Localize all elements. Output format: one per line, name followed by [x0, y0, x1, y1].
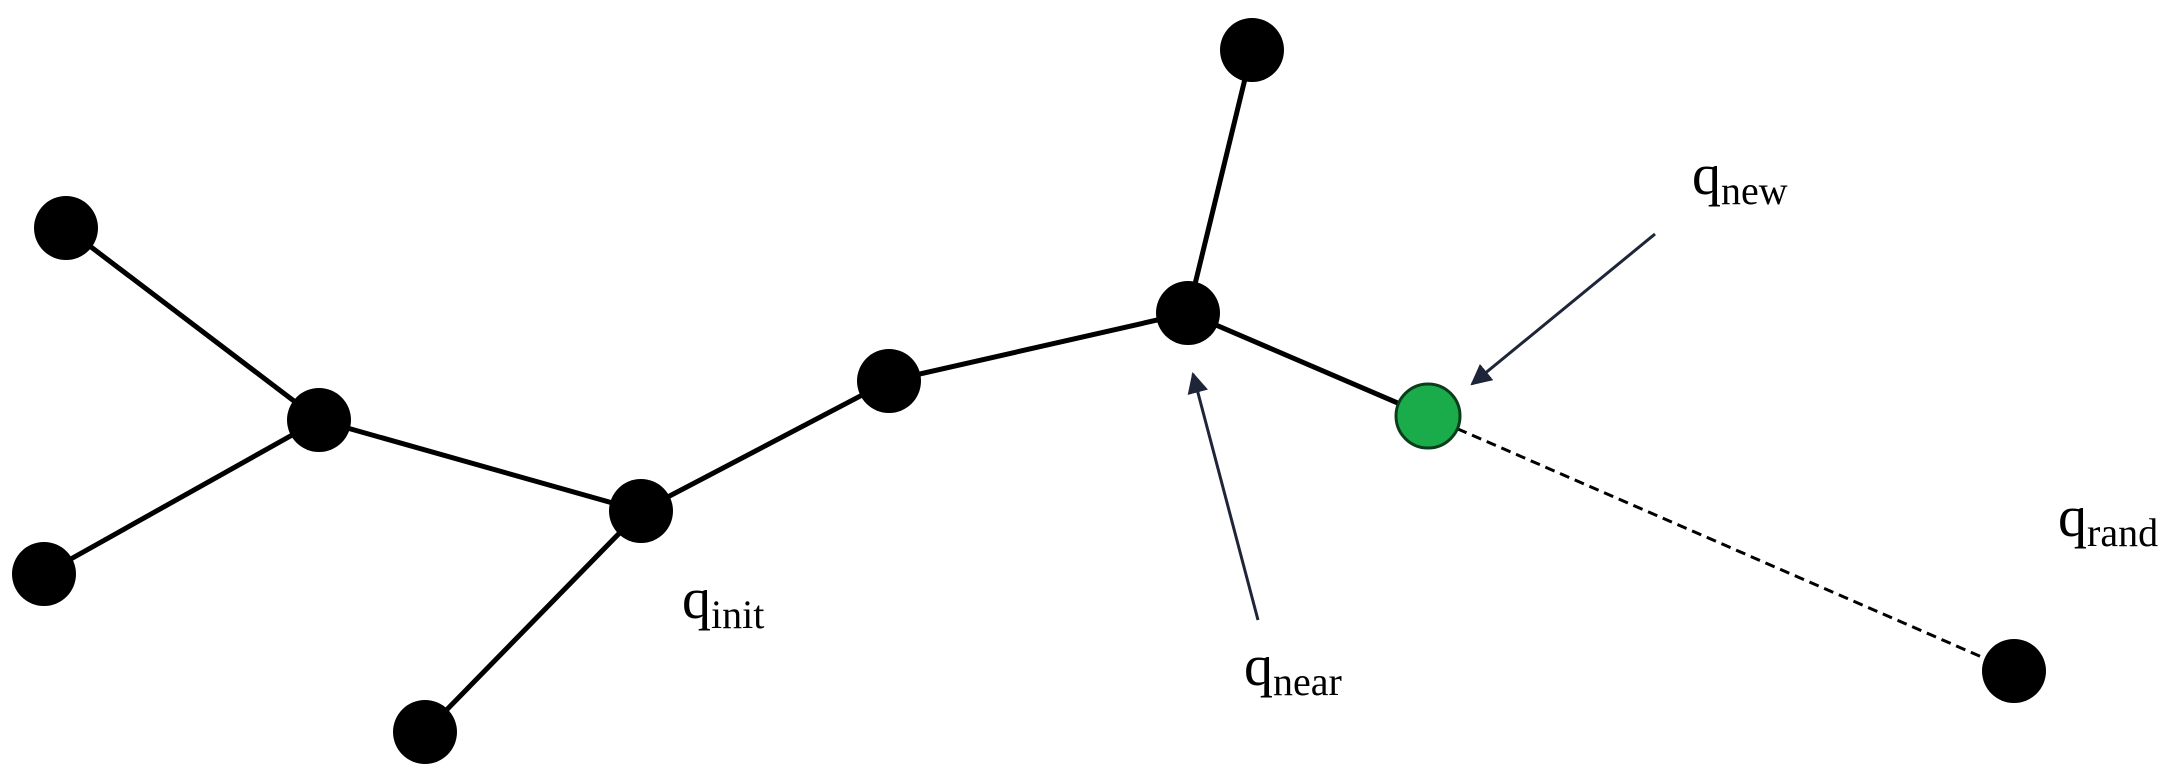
- arrow-q-new-pointer: [1470, 232, 1656, 386]
- node-q-init: [609, 479, 673, 543]
- edge-q-near-to-q-new: [1185, 310, 1431, 419]
- label-q-init: qinit: [682, 566, 764, 637]
- edge-branch-left-to-q-init: [316, 417, 644, 514]
- edge-leaf-lower-left-to-branch-left: [41, 417, 322, 577]
- node-q-new: [1394, 382, 1462, 450]
- label-q-near: qnear: [1244, 633, 1342, 704]
- node-leaf-bottom: [393, 700, 457, 764]
- edge-q-init-to-leaf-bottom: [422, 508, 644, 735]
- node-mid: [857, 349, 921, 413]
- node-leaf-top: [1220, 18, 1284, 82]
- arrow-q-near-pointer: [1187, 371, 1260, 621]
- node-leaf-upper-left: [34, 196, 98, 260]
- tree-nodes: [12, 18, 2046, 764]
- node-q-rand: [1982, 639, 2046, 703]
- label-q-new: qnew: [1692, 142, 1788, 213]
- edge-q-init-to-mid: [638, 378, 892, 514]
- edge-q-near-to-leaf-top: [1185, 47, 1255, 316]
- node-leaf-lower-left: [12, 542, 76, 606]
- tree-edges: [41, 47, 1431, 735]
- label-q-rand: qrand: [2058, 484, 2158, 555]
- edge-q-new-to-q-rand-dashed: [1427, 414, 2015, 673]
- node-branch-left: [287, 388, 351, 452]
- edge-leaf-upper-left-to-branch-left: [63, 225, 322, 423]
- edge-mid-to-q-near: [886, 310, 1191, 384]
- node-q-near: [1156, 281, 1220, 345]
